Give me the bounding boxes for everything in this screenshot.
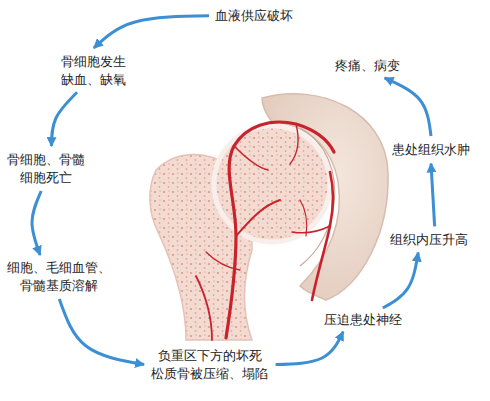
cycle-arrow (431, 164, 435, 227)
cycle-step: 负重区下方的坏死 松质骨被压缩、塌陷 (148, 346, 272, 383)
cycle-step: 患处组织水肿 (390, 140, 472, 160)
step-text: 细胞、毛细血管、 骨髓基质溶解 (6, 259, 113, 294)
step-text: 骨细胞、骨髓 细胞死亡 (6, 151, 87, 186)
step-text: 骨细胞发生 缺血、缺氧 (60, 53, 128, 88)
cycle-arrow (51, 92, 77, 146)
cycle-arrow (276, 332, 344, 365)
cycle-arrow (32, 191, 41, 255)
cycle-step: 疼痛、病变 (333, 56, 402, 76)
blood-vessels (196, 122, 334, 340)
cycle-step: 细胞、毛细血管、 骨髓基质溶解 (4, 258, 115, 295)
joint-space (300, 128, 335, 266)
cycle-step: 骨细胞、骨髓 细胞死亡 (4, 150, 89, 187)
cycle-arrow (94, 16, 209, 48)
step-text: 负重区下方的坏死 松质骨被压缩、塌陷 (150, 347, 270, 382)
step-text: 血液供应破坏 (215, 7, 293, 25)
step-text: 患处组织水肿 (392, 141, 470, 159)
cycle-step: 骨细胞发生 缺血、缺氧 (58, 52, 130, 89)
cycle-step: 组织内压升高 (388, 230, 470, 250)
cycle-step: 血液供应破坏 (213, 6, 295, 26)
cycle-arrow (383, 253, 418, 308)
step-text: 压迫患处神经 (324, 311, 402, 329)
cycle-arrow (59, 299, 144, 364)
step-text: 组织内压升高 (390, 231, 468, 249)
cycle-step: 压迫患处神经 (322, 310, 404, 330)
step-text: 疼痛、病变 (335, 57, 400, 75)
cycle-arrow (385, 78, 431, 136)
